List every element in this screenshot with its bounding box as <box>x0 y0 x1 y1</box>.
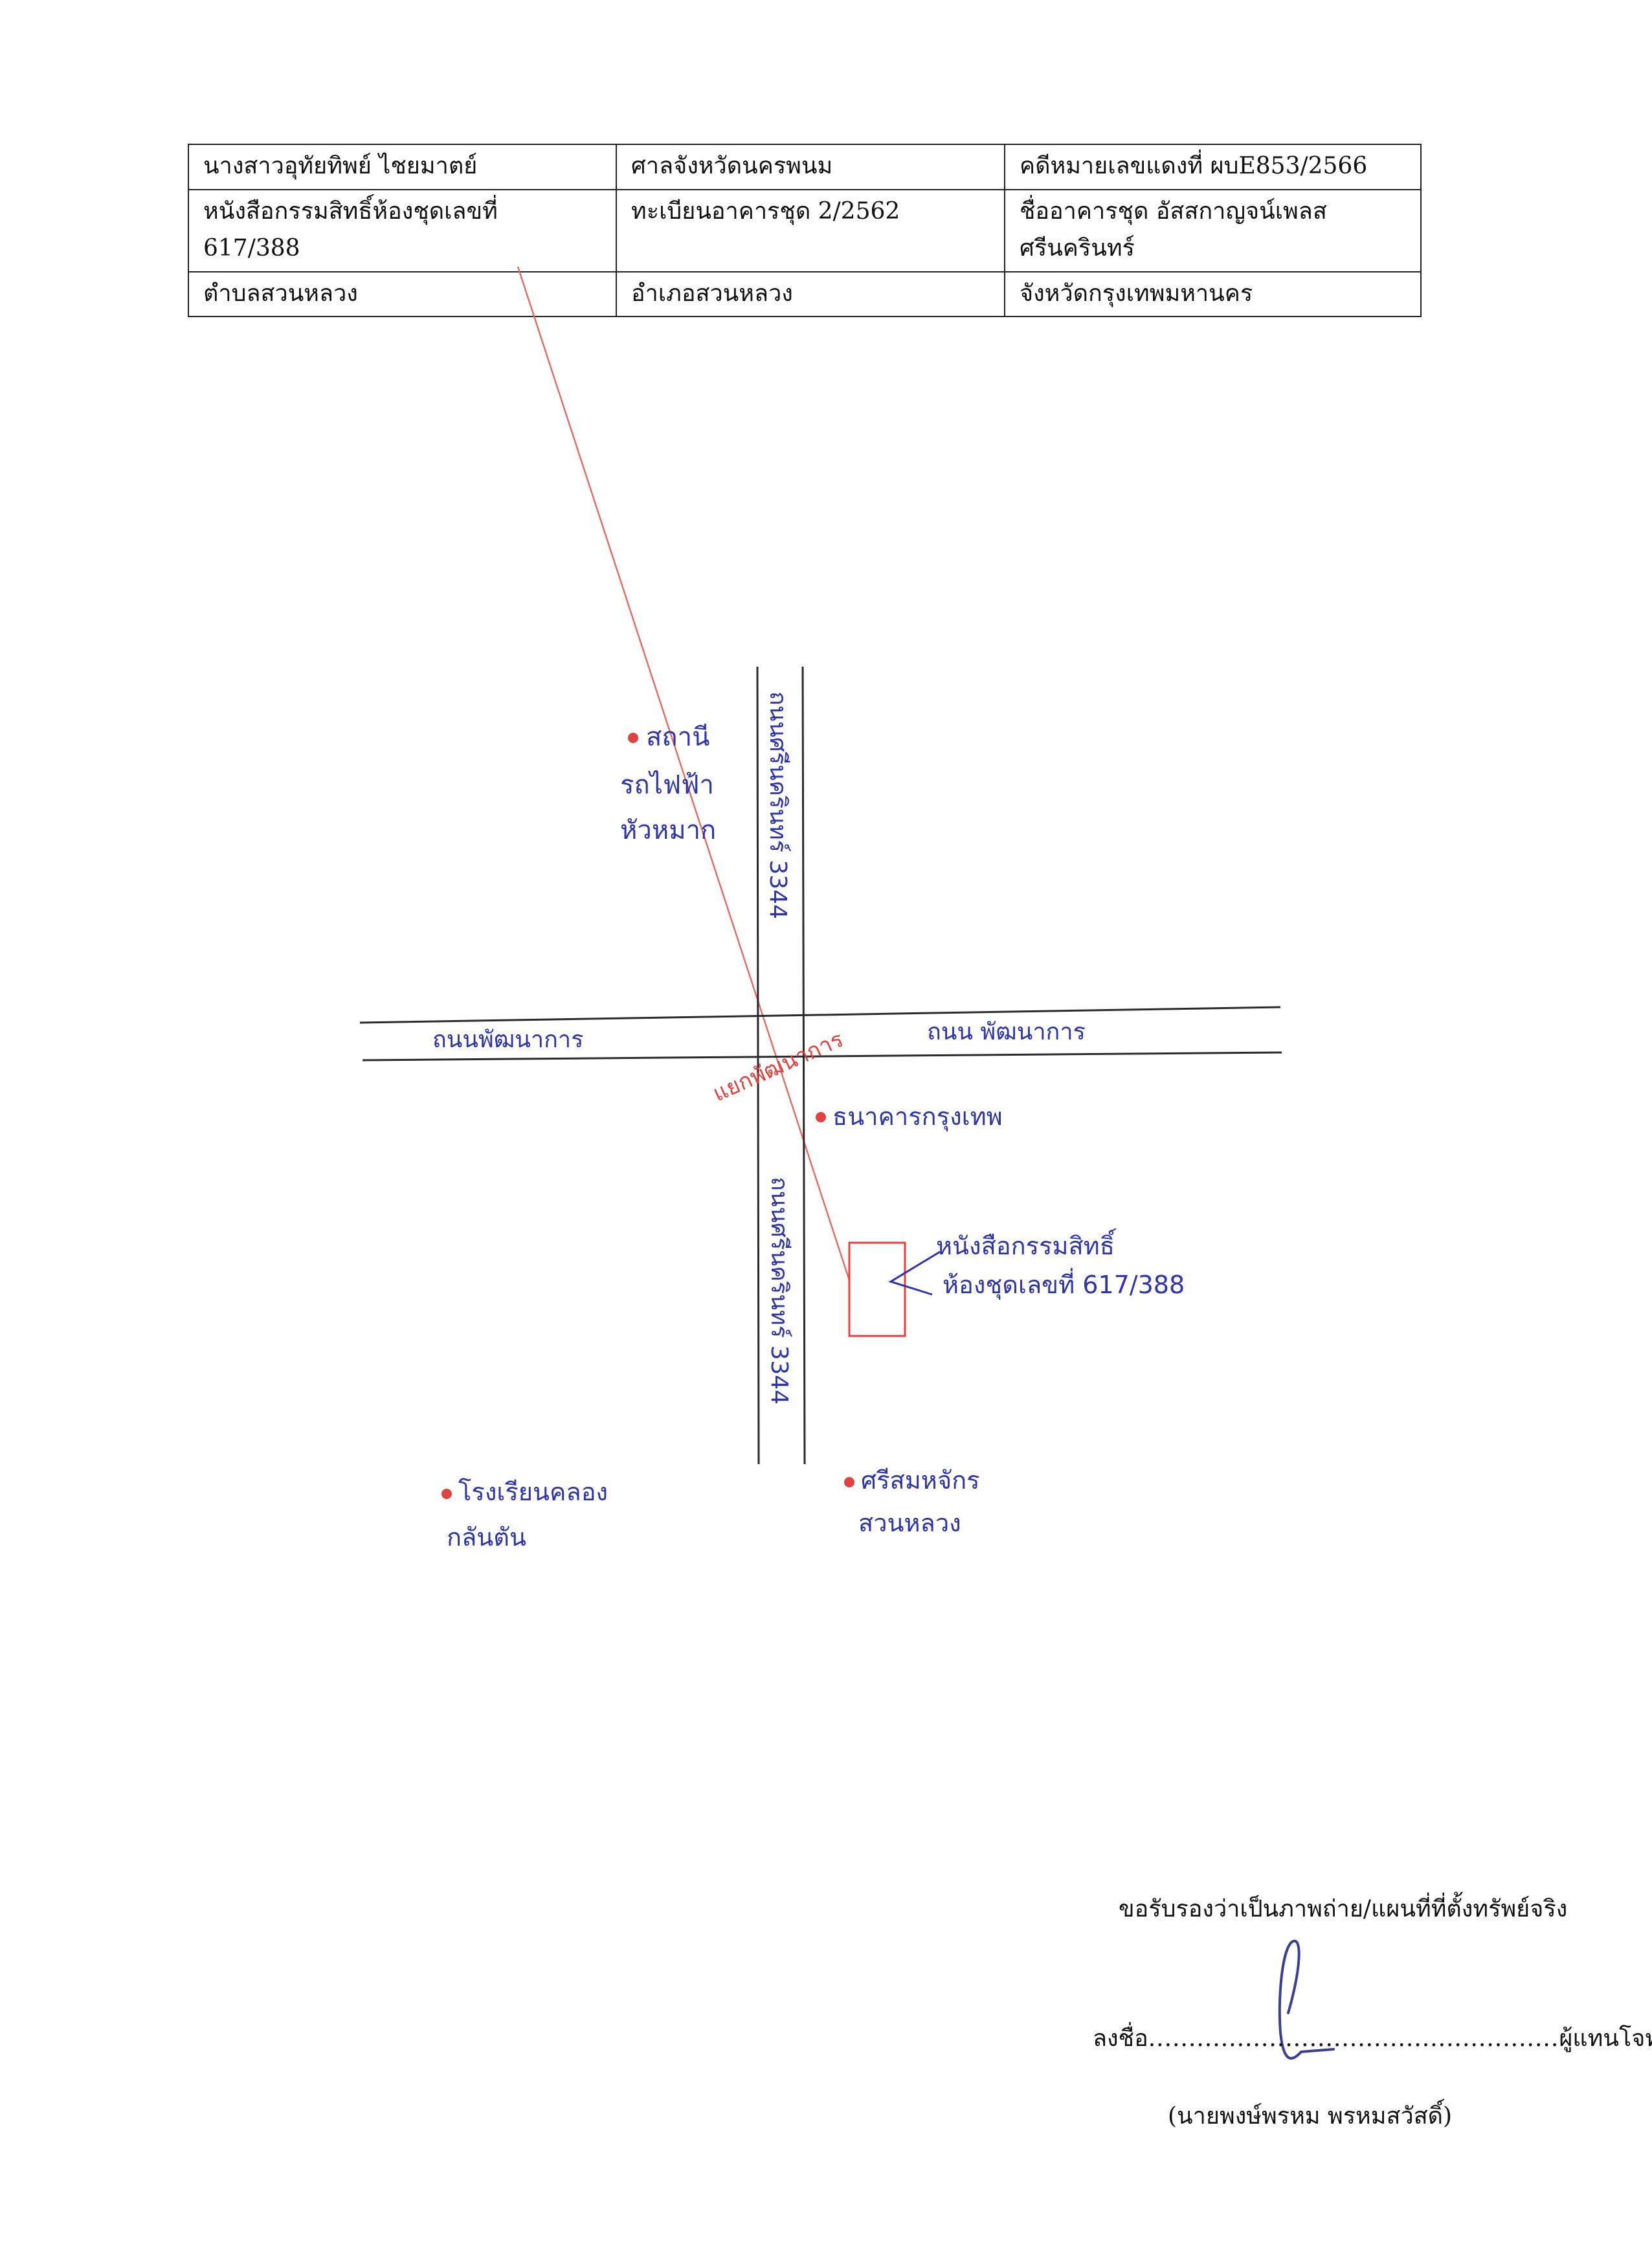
table-row: หนังสือกรรมสิทธิ์ห้องชุดเลขที่ 617/388 ท… <box>188 188 1422 272</box>
property-location-box <box>848 1241 906 1337</box>
vertical-road-west-edge <box>756 666 760 1465</box>
road-label-horizontal-right: ถนน พัฒนาการ <box>927 1019 1086 1045</box>
sign-role: ผู้แทนโจทก์ <box>1559 2025 1652 2052</box>
owner-name-cell: นางสาวอุทัยทิพย์ ไชยมาตย์ <box>188 144 617 190</box>
case-info-table: นางสาวอุทัยทิพย์ ไชยมาตย์ ศาลจังหวัดนครพ… <box>188 144 1422 318</box>
police-label-line2: สวนหลวง <box>858 1509 961 1537</box>
table-row: นางสาวอุทัยทิพย์ ไชยมาตย์ ศาลจังหวัดนครพ… <box>188 144 1422 190</box>
vertical-road-east-edge <box>801 666 806 1465</box>
property-label-line1: หนังสือกรรมสิทธิ์ <box>936 1228 1117 1260</box>
intersection-label: แยกพัฒนาการ <box>709 1027 847 1107</box>
district-cell: อำเภอสวนหลวง <box>616 271 1005 318</box>
title-deed-cell: หนังสือกรรมสิทธิ์ห้องชุดเลขที่ 617/388 <box>188 188 617 272</box>
road-label-horizontal-left: ถนนพัฒนาการ <box>432 1027 583 1053</box>
subdistrict-cell: ตำบลสวนหลวง <box>188 271 617 318</box>
bank-label: ธนาคารกรุงเทพ <box>832 1102 1003 1131</box>
police-label-line1: ศรีสมหจักร <box>861 1466 980 1495</box>
property-arrow-icon <box>888 1251 941 1296</box>
sign-dots: ........................................… <box>1148 2025 1559 2052</box>
school-label-line2: กลันตัน <box>447 1523 526 1551</box>
condo-registration-cell: ทะเบียนอาคารชุด 2/2562 <box>616 188 1005 272</box>
case-number-cell: คดีหมายเลขแดงที่ ผบE853/2566 <box>1004 144 1422 190</box>
signature-line: ลงชื่อ..................................… <box>1093 2019 1652 2056</box>
court-cell: ศาลจังหวัดนครพนม <box>616 144 1005 190</box>
property-pointer-line <box>517 266 851 1281</box>
signature-mark <box>1278 1939 1335 2060</box>
property-label-line2: ห้องชุดเลขที่ 617/388 <box>943 1268 1185 1300</box>
table-row: ตำบลสวนหลวง อำเภอสวนหลวง จังหวัดกรุงเทพม… <box>188 271 1422 318</box>
road-label-vertical-top: ถนนศรีนครินทร์ 3344 <box>765 691 791 919</box>
school-label-line1: โรงเรียนคลอง <box>458 1478 608 1506</box>
bank-pin-icon <box>816 1112 826 1122</box>
station-pin-icon <box>628 733 638 743</box>
police-pin-icon <box>844 1477 854 1487</box>
signer-name: (นายพงษ์พรหม พรหมสวัสดิ์) <box>1168 2103 1453 2129</box>
horizontal-road-north-edge <box>359 1006 1281 1024</box>
condo-name-cell: ชื่ออาคารชุด อัสสกาญจน์เพลส ศรีนครินทร์ <box>1004 188 1422 272</box>
station-label-line3: หัวหมาก <box>620 816 716 845</box>
sign-prefix: ลงชื่อ <box>1093 2025 1148 2052</box>
province-cell: จังหวัดกรุงเทพมหานคร <box>1004 271 1422 318</box>
horizontal-road-south-edge <box>362 1051 1282 1062</box>
road-label-vertical-bottom: ถนนศรีนครินทร์ 3344 <box>766 1177 792 1405</box>
school-pin-icon <box>441 1489 452 1499</box>
station-label-line1: สถานี <box>646 722 709 752</box>
station-label-line2: รถไฟฟ้า <box>620 770 714 800</box>
certification-statement: ขอรับรองว่าเป็นภาพถ่าย/แผนที่ที่ตั้งทรัพ… <box>1119 1896 1568 1922</box>
